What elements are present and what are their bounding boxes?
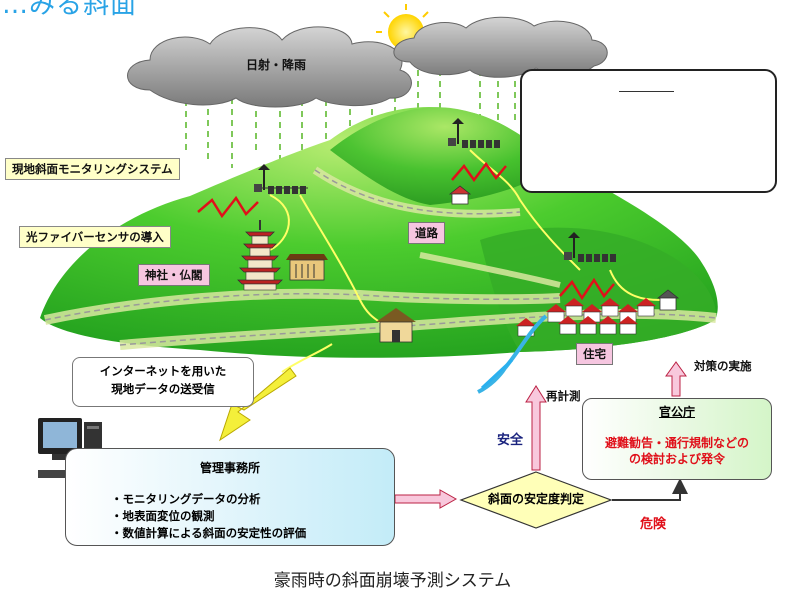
temple-icon (376, 308, 416, 343)
sensor-zigzag (197, 161, 615, 301)
page-title: …みる斜面 (2, 0, 138, 20)
monitoring-station-icon (254, 118, 616, 262)
decision-diamond (459, 471, 613, 529)
office-title: 管理事務所 (199, 461, 260, 475)
danger-arrow (612, 478, 688, 501)
fiber-sensor-label: 光ファイバーセンサの導入 (19, 226, 171, 248)
office-task: ・モニタリングデータの分析 (111, 492, 261, 506)
pagoda-icon (237, 220, 283, 291)
safe-label: 安全 (497, 433, 524, 448)
village-houses (516, 298, 656, 337)
shrine-icon (286, 254, 328, 281)
monitoring-system-label: 現地斜面モニタリングシステム (5, 158, 180, 180)
river-arrow (480, 358, 514, 390)
decision-label: 斜面の安定度判定 (487, 492, 584, 506)
government-actions: 避難勧告・通行規制などの の検討および発令 (583, 435, 771, 467)
callout-divider (619, 91, 674, 92)
house-label: 住宅 (576, 343, 613, 365)
government-office-box: 官公庁 避難勧告・通行規制などの の検討および発令 (582, 398, 772, 480)
figure-caption: 豪雨時の斜面崩壊予測システム (273, 571, 512, 591)
callout-box (520, 69, 777, 193)
data-transfer-arrow (219, 343, 333, 442)
internet-transfer-box: インターネットを用いた 現地データの送受信 (72, 357, 254, 407)
government-action-line-2: の検討および発令 (628, 452, 725, 466)
danger-label: 危険 (640, 517, 667, 532)
house-icon (448, 185, 680, 311)
shrine-label: 神社・仏閣 (138, 264, 210, 286)
rain-cloud-right (393, 16, 608, 78)
office-task: ・数値計算による斜面の安定性の評価 (111, 526, 307, 540)
internet-line-1: インターネットを用いた (99, 364, 227, 378)
cloud-label: 日射・降雨 (246, 58, 307, 72)
office-task-list: ・モニタリングデータの分析 ・地表面変位の観測 ・数値計算による斜面の安定性の評… (111, 491, 306, 542)
office-task: ・地表面変位の観測 (111, 509, 215, 523)
countermeasure-label: 対策の実施 (694, 359, 752, 373)
management-office-box: 管理事務所 ・モニタリングデータの分析 ・地表面変位の観測 ・数値計算による斜面… (65, 448, 395, 546)
road-label: 道路 (408, 222, 445, 244)
flow-arrows (394, 361, 687, 509)
internet-line-2: 現地データの送受信 (111, 382, 215, 396)
rain-cloud-left (127, 26, 412, 108)
remeasure-label: 再計測 (546, 389, 581, 403)
government-action-line-1: 避難勧告・通行規制などの (604, 436, 749, 450)
government-title: 官公庁 (658, 405, 695, 419)
